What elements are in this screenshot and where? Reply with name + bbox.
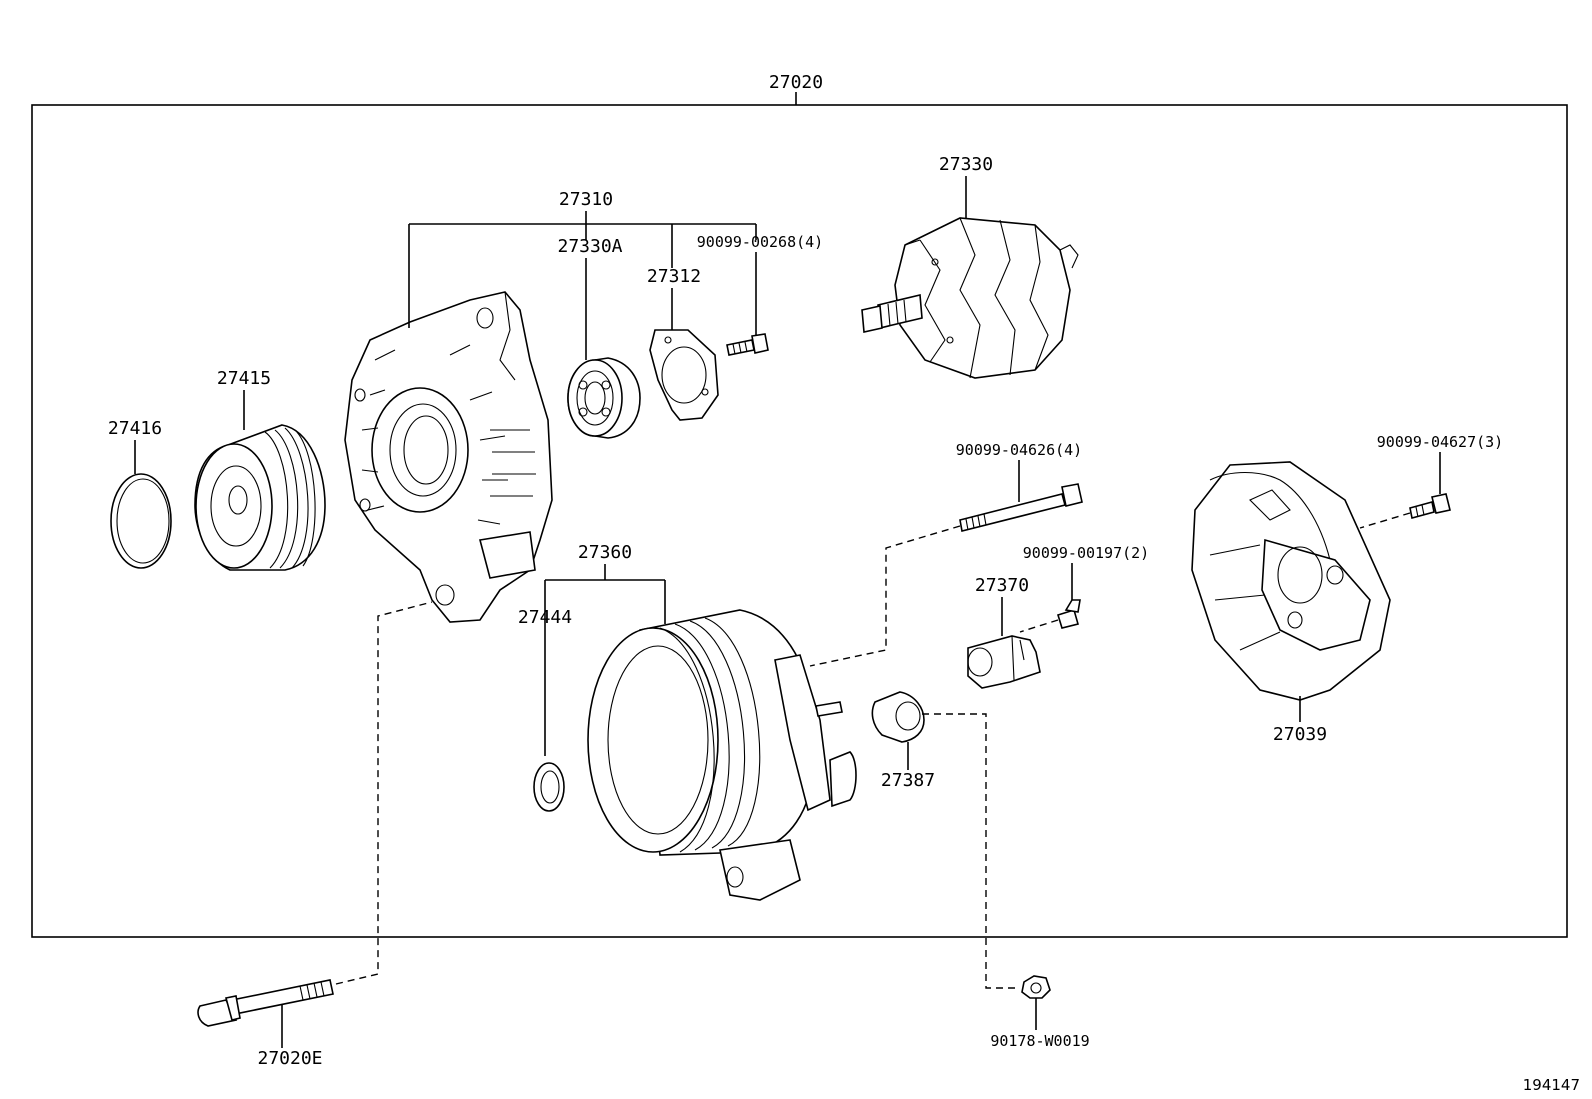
- bearing-part[interactable]: [567, 357, 641, 439]
- label-pulley[interactable]: 27415: [217, 368, 271, 389]
- label-washer[interactable]: 27444: [518, 607, 572, 628]
- label-regulator[interactable]: 27370: [975, 575, 1029, 596]
- retainer-part[interactable]: [649, 329, 719, 421]
- label-brush-holder[interactable]: 27039: [1273, 724, 1327, 745]
- regulator-part[interactable]: [967, 635, 1041, 689]
- label-screw-00268[interactable]: 90099-00268(4): [697, 233, 823, 251]
- rotor-part[interactable]: [861, 217, 1079, 379]
- reference-number: 194147: [1523, 1076, 1580, 1094]
- brush-holder-part[interactable]: [1191, 461, 1391, 701]
- label-end-frame[interactable]: 27310: [559, 189, 613, 210]
- label-assembly[interactable]: 27020: [769, 72, 823, 93]
- screw-00197-part[interactable]: [1057, 599, 1081, 629]
- label-rotor[interactable]: 27330: [939, 154, 993, 175]
- label-drive-end-frame[interactable]: 27360: [578, 542, 632, 563]
- through-bolt-part[interactable]: [197, 979, 334, 1027]
- assembly-frame: [31, 104, 1568, 938]
- pulley-cap-part[interactable]: [110, 473, 172, 569]
- label-bolt-04627[interactable]: 90099-04627(3): [1377, 433, 1503, 451]
- label-bolt-04626[interactable]: 90099-04626(4): [956, 441, 1082, 459]
- bolt-04626-part[interactable]: [959, 483, 1083, 532]
- insulator-part[interactable]: [871, 691, 925, 743]
- washer-part[interactable]: [533, 762, 565, 812]
- drive-end-frame-part[interactable]: [587, 609, 857, 901]
- label-nut[interactable]: 90178-W0019: [990, 1032, 1089, 1050]
- pulley-part[interactable]: [194, 424, 326, 571]
- label-through-bolt[interactable]: 27020E: [257, 1048, 322, 1069]
- nut-part[interactable]: [1021, 975, 1051, 999]
- label-pulley-cap[interactable]: 27416: [108, 418, 162, 439]
- end-frame-part[interactable]: [344, 291, 553, 623]
- screw-00268-part[interactable]: [726, 333, 769, 356]
- label-insulator[interactable]: 27387: [881, 770, 935, 791]
- label-bearing[interactable]: 27330A: [557, 236, 622, 257]
- bolt-04627-part[interactable]: [1409, 493, 1451, 519]
- label-screw-00197[interactable]: 90099-00197(2): [1023, 544, 1149, 562]
- label-retainer[interactable]: 27312: [647, 266, 701, 287]
